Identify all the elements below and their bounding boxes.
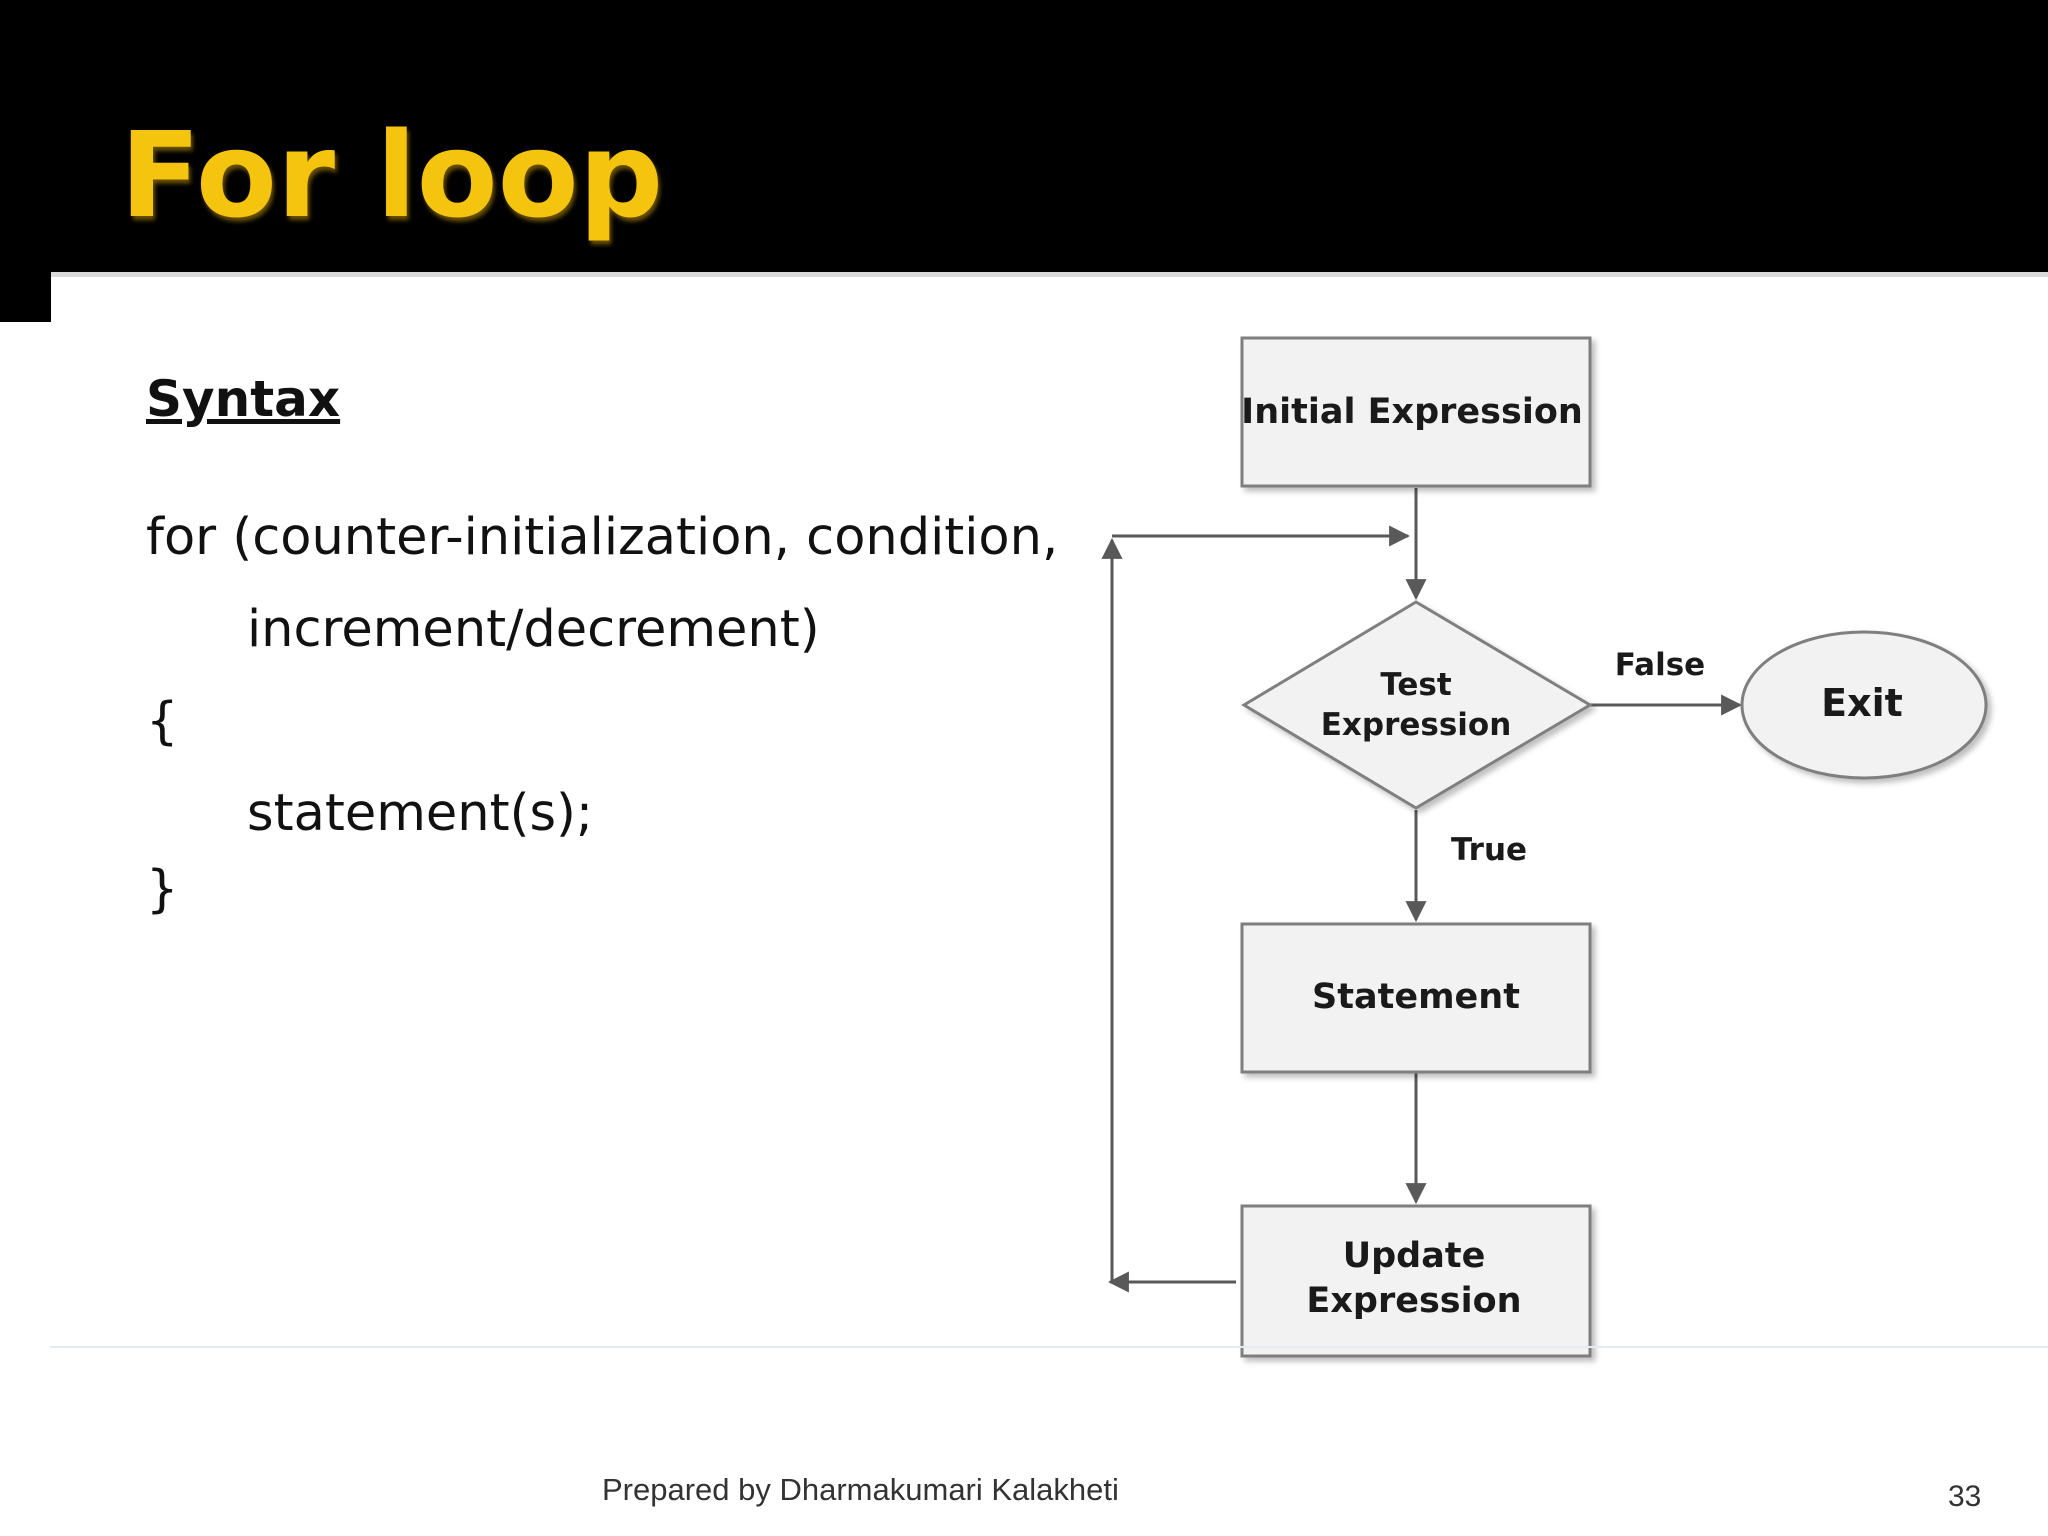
title-bar xyxy=(0,0,2048,272)
title-bar-underline xyxy=(51,272,2048,277)
footer-credit: Prepared by Dharmakumari Kalakheti xyxy=(602,1472,1119,1507)
code-line-5: } xyxy=(146,860,179,919)
code-line-1: for (counter-initialization, condition, xyxy=(146,508,1059,567)
initial-expression-label: Initial Expression xyxy=(1241,392,1583,432)
syntax-heading: Syntax xyxy=(146,370,341,428)
code-line-2: increment/decrement) xyxy=(247,600,820,659)
update-expression-label-line1: Update xyxy=(1343,1236,1486,1276)
footer-divider xyxy=(50,1346,2048,1348)
node-statement: Statement xyxy=(1240,922,1592,1074)
code-line-4: statement(s); xyxy=(247,784,594,843)
node-update-expression: Update Expression xyxy=(1240,1204,1592,1358)
page-number: 33 xyxy=(1948,1480,1982,1513)
node-test-expression: Test Expression xyxy=(1241,600,1593,810)
edge-label-false: False xyxy=(1615,647,1705,683)
test-expression-label-line1: Test xyxy=(1380,667,1452,703)
code-line-3: { xyxy=(146,692,179,751)
node-initial-expression: Initial Expression xyxy=(1240,336,1592,488)
node-exit: Exit xyxy=(1740,630,1988,780)
edge-label-true: True xyxy=(1451,832,1527,868)
test-expression-label-line2: Expression xyxy=(1321,707,1512,743)
statement-label: Statement xyxy=(1312,977,1520,1017)
title-bar-tab xyxy=(0,272,51,322)
exit-label: Exit xyxy=(1821,681,1903,725)
slide-title: For loop xyxy=(120,106,664,244)
update-expression-label-line2: Expression xyxy=(1306,1281,1521,1321)
